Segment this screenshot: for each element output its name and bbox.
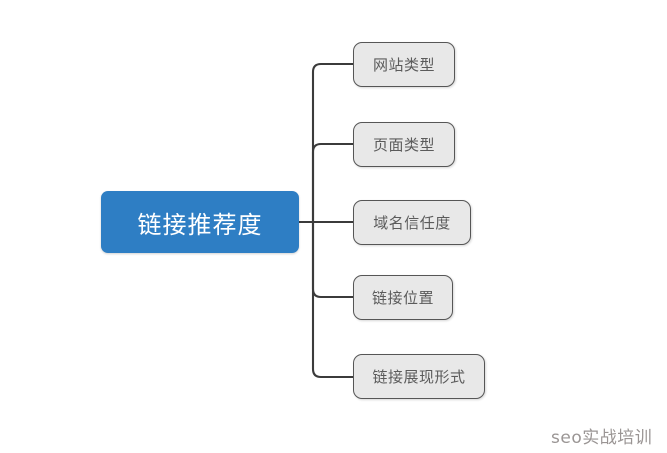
- child-node-link-presentation[interactable]: 链接展现形式: [353, 354, 485, 399]
- child-node-page-type[interactable]: 页面类型: [353, 122, 455, 167]
- connector-branch-4: [311, 222, 353, 299]
- child-node-label: 域名信任度: [373, 214, 451, 232]
- root-node-label: 链接推荐度: [137, 210, 263, 239]
- child-node-label: 链接位置: [371, 289, 434, 307]
- child-node-label: 网站类型: [372, 56, 435, 74]
- connector-branch-1: [311, 62, 353, 222]
- connector-branch-2: [311, 142, 353, 222]
- root-node[interactable]: 链接推荐度: [101, 191, 299, 253]
- child-node-label: 链接展现形式: [372, 368, 466, 386]
- connector-branch-5: [311, 222, 353, 379]
- child-node-domain-trust[interactable]: 域名信任度: [353, 200, 471, 245]
- child-node-link-position[interactable]: 链接位置: [353, 275, 453, 320]
- watermark-text: seo实战培训: [551, 428, 653, 448]
- child-node-website-type[interactable]: 网站类型: [353, 42, 455, 87]
- child-node-label: 页面类型: [372, 136, 435, 154]
